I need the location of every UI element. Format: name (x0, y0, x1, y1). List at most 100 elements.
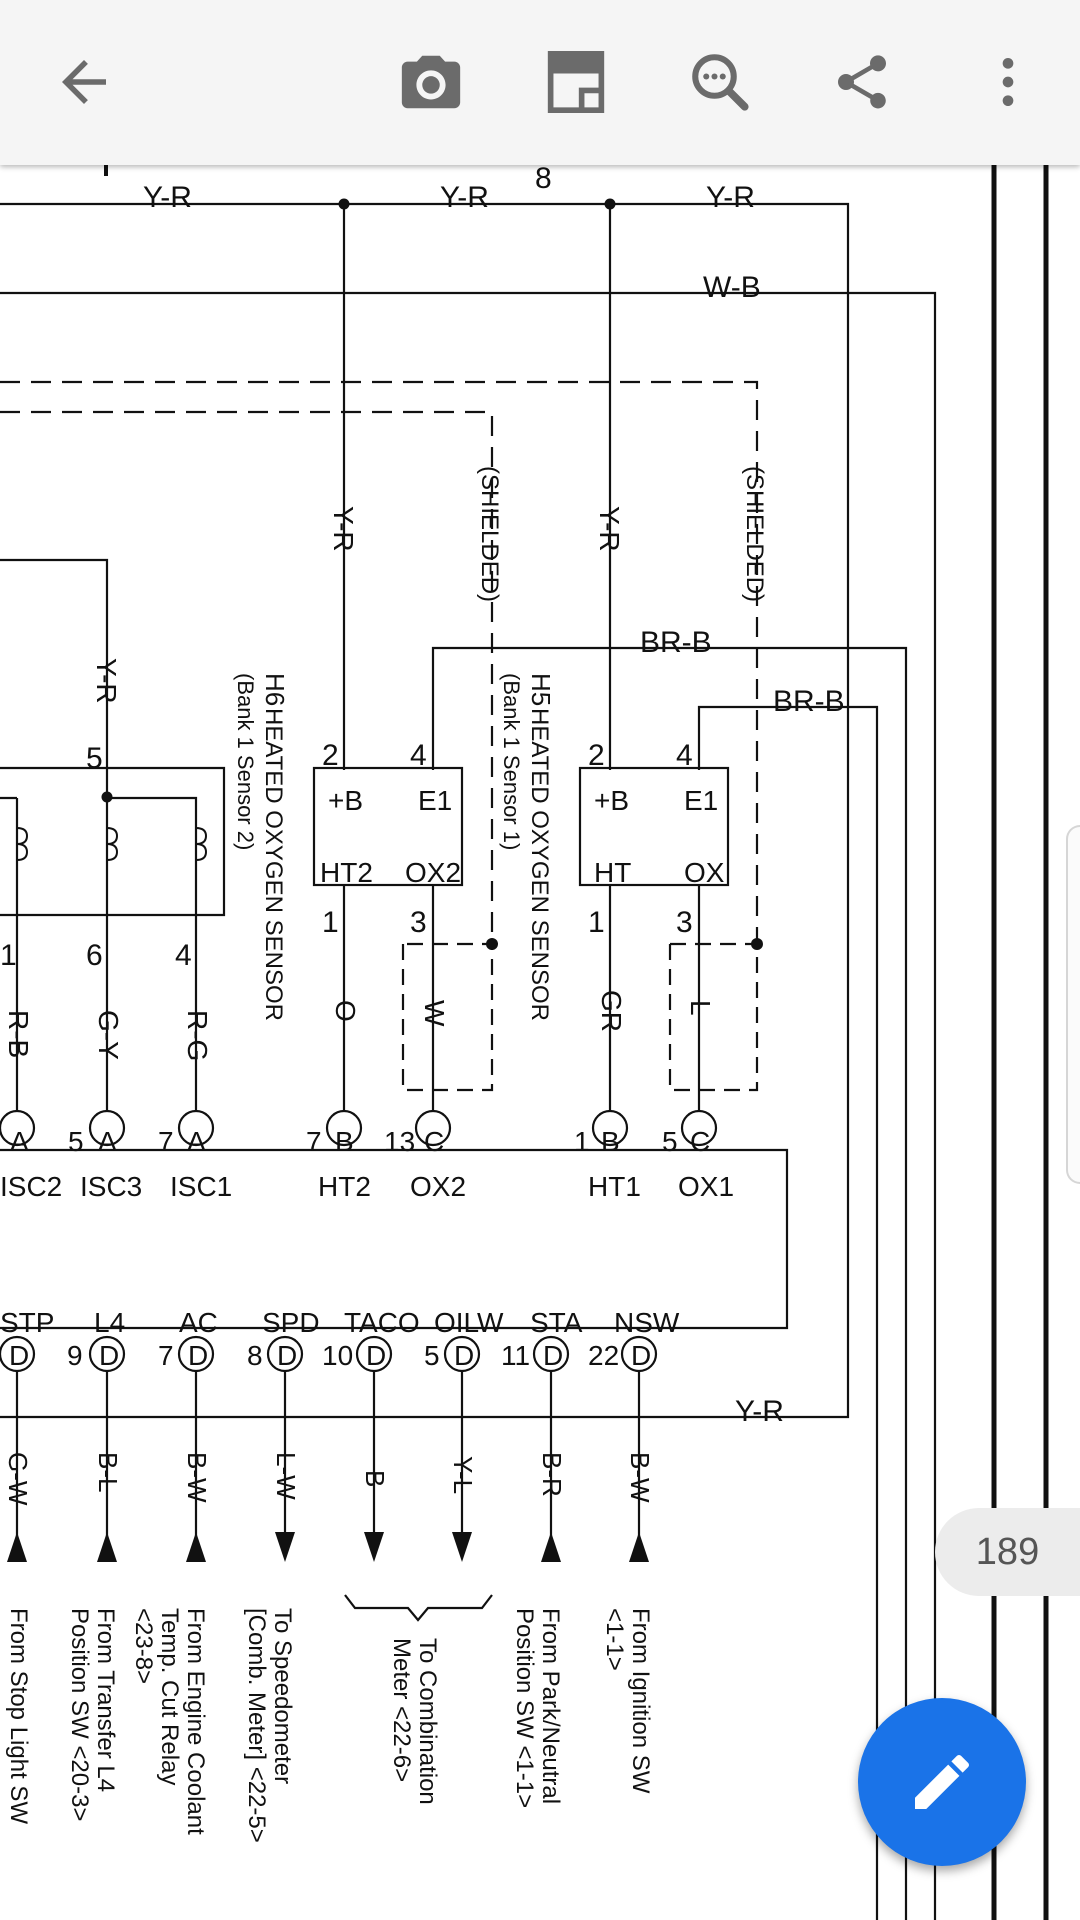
side-scroll-handle[interactable] (1066, 825, 1080, 1184)
ecm-bottom-wire: Y-L (448, 1456, 478, 1494)
ecm-top-name: ISC3 (80, 1171, 142, 1202)
ecm-top-name: HT1 (588, 1171, 641, 1202)
isc-wire-gy: G-Y (93, 1010, 124, 1060)
sensor-h5-terminal-ox: OX (684, 857, 725, 888)
ecm-bottom-name: TACO (344, 1307, 420, 1338)
page-layout-icon (547, 51, 605, 113)
page-number-badge: 189 (935, 1508, 1080, 1596)
wire-label-brb-1: BR-B (640, 626, 712, 659)
wire-label-vert-yr-left: Y-R (91, 658, 122, 704)
screenshot-button[interactable] (379, 30, 483, 134)
ecm-bottom-wire: B (360, 1470, 390, 1487)
ecm-top-num: 7 (158, 1126, 174, 1157)
sensor-h5-pin-bottom-left: 1 (588, 906, 605, 939)
dest-park-neutral-1: From Park/Neutral (537, 1608, 564, 1804)
dest-combination-2: Meter <22-6> (388, 1638, 415, 1782)
dest-stop-light: From Stop Light SW (5, 1608, 32, 1824)
dest-ignition-2: <1-1> (601, 1608, 628, 1671)
ecm-bottom-num: 8 (247, 1340, 263, 1371)
more-vert-icon (1002, 58, 1014, 106)
wire-label-vert-yr-h6: Y-R (328, 506, 359, 552)
ecm-bottom-conn: D (366, 1340, 386, 1371)
wire-label-vert-yr-h5: Y-R (594, 506, 625, 552)
ecm-bottom-wire: B-R (537, 1452, 567, 1497)
ecm-bottom-conn: D (277, 1340, 297, 1371)
wire-label-wb: W-B (703, 271, 761, 304)
ecm-top-name: OX1 (678, 1171, 734, 1202)
dest-speedometer-2: [Comb. Meter] <22-5> (243, 1608, 270, 1843)
sensor-h5-wire-ox: L (685, 1000, 716, 1016)
ecm-top-conn: C (424, 1126, 444, 1157)
sensor-h6-id: H6 (260, 673, 290, 706)
sensor-h5-sub: (Bank 1 Sensor 1) (499, 673, 524, 850)
wire-label-bottom-yr: Y-R (735, 1395, 784, 1428)
ecm-top-conn: C (690, 1126, 710, 1157)
ecm-bottom-wire: L-W (271, 1452, 301, 1500)
sensor-h5-terminal-plus-b: +B (594, 785, 629, 816)
more-options-button[interactable] (956, 30, 1060, 134)
sensor-h6-terminal-ht: HT2 (320, 857, 373, 888)
dest-park-neutral-2: Position SW <1-1> (511, 1608, 538, 1808)
sensor-h5-pin-top-left: 2 (588, 739, 605, 772)
ecm-top-num: 5 (68, 1126, 84, 1157)
sensor-h6-wire-ht: O (330, 1000, 361, 1022)
search-button[interactable] (668, 30, 772, 134)
wire-label-top-left: Y-R (143, 181, 192, 214)
back-arrow-icon (62, 60, 106, 104)
ecm-top-num: 13 (384, 1126, 415, 1157)
dest-coolant-3: <23-8> (130, 1608, 157, 1684)
ecm-bottom-conn: D (631, 1340, 651, 1371)
wire-label-shielded-2: (SHIELDED) (741, 466, 768, 602)
ecm-top-conn: A (10, 1126, 29, 1157)
dest-combination-1: To Combination (414, 1638, 441, 1805)
camera-icon (401, 55, 461, 109)
ecm-bottom-name: STP (0, 1307, 54, 1338)
sensor-h5-wire-ht: GR (596, 990, 627, 1032)
sensor-h5-terminal-e1: E1 (684, 785, 718, 816)
wire-label-shielded-1: (SHIELDED) (476, 466, 503, 602)
ecm-top-conn: A (187, 1126, 206, 1157)
ecm-bottom-name: STA (530, 1307, 583, 1338)
dest-speedometer-1: To Speedometer (269, 1608, 296, 1784)
ecm-top-name: OX2 (410, 1171, 466, 1202)
ecm-top-num: 5 (662, 1126, 678, 1157)
sensor-h6-terminal-ox: OX2 (405, 857, 461, 888)
dest-transfer-2: Position SW <20-3> (66, 1608, 93, 1821)
ecm-bottom-conn: D (454, 1340, 474, 1371)
edit-fab-button[interactable] (858, 1698, 1026, 1866)
sensor-h6-pin-top-right: 4 (410, 739, 427, 772)
wire-label-brb-2: BR-B (773, 685, 845, 718)
ecm-bottom-conn: D (99, 1340, 119, 1371)
sensor-h6-wire-ox: W (419, 1000, 450, 1027)
diagram-top-number: 8 (535, 162, 552, 195)
ecm-bottom-conn: D (188, 1340, 208, 1371)
isc-pin-1: 1 (0, 939, 17, 972)
ecm-bottom-name: NSW (614, 1307, 680, 1338)
ecm-bottom-wire: B-W (182, 1452, 212, 1503)
share-button[interactable] (810, 30, 914, 134)
ecm-top-conn: B (335, 1126, 354, 1157)
back-button[interactable] (32, 30, 136, 134)
ecm-bottom-num: 7 (158, 1340, 174, 1371)
ecm-top-name: ISC2 (0, 1171, 62, 1202)
ecm-bottom-num: 11 (501, 1340, 530, 1371)
sensor-h6-name: HEATED OXYGEN SENSOR (260, 708, 287, 1021)
page-number: 189 (975, 1530, 1040, 1573)
dest-transfer-1: From Transfer L4 (92, 1608, 119, 1792)
ecm-bottom-num: 5 (424, 1340, 440, 1371)
isc-wire-rb: R-B (3, 1010, 34, 1058)
isc-pin-6: 6 (86, 939, 103, 972)
share-icon (838, 55, 886, 109)
ecm-bottom-name: OILW (434, 1307, 504, 1338)
ecm-bottom-name: SPD (262, 1307, 320, 1338)
pencil-icon (915, 1754, 970, 1809)
ecm-bottom-num: 22 (588, 1340, 619, 1371)
page-layout-button[interactable] (524, 30, 628, 134)
ecm-top-name: HT2 (318, 1171, 371, 1202)
sensor-h6-pin-bottom-right: 3 (410, 906, 427, 939)
ecm-bottom-num: 9 (67, 1340, 83, 1371)
ecm-bottom-wire: G-W (3, 1452, 33, 1506)
ecm-bottom-num: 10 (322, 1340, 353, 1371)
ecm-bottom-conn: D (9, 1340, 29, 1371)
